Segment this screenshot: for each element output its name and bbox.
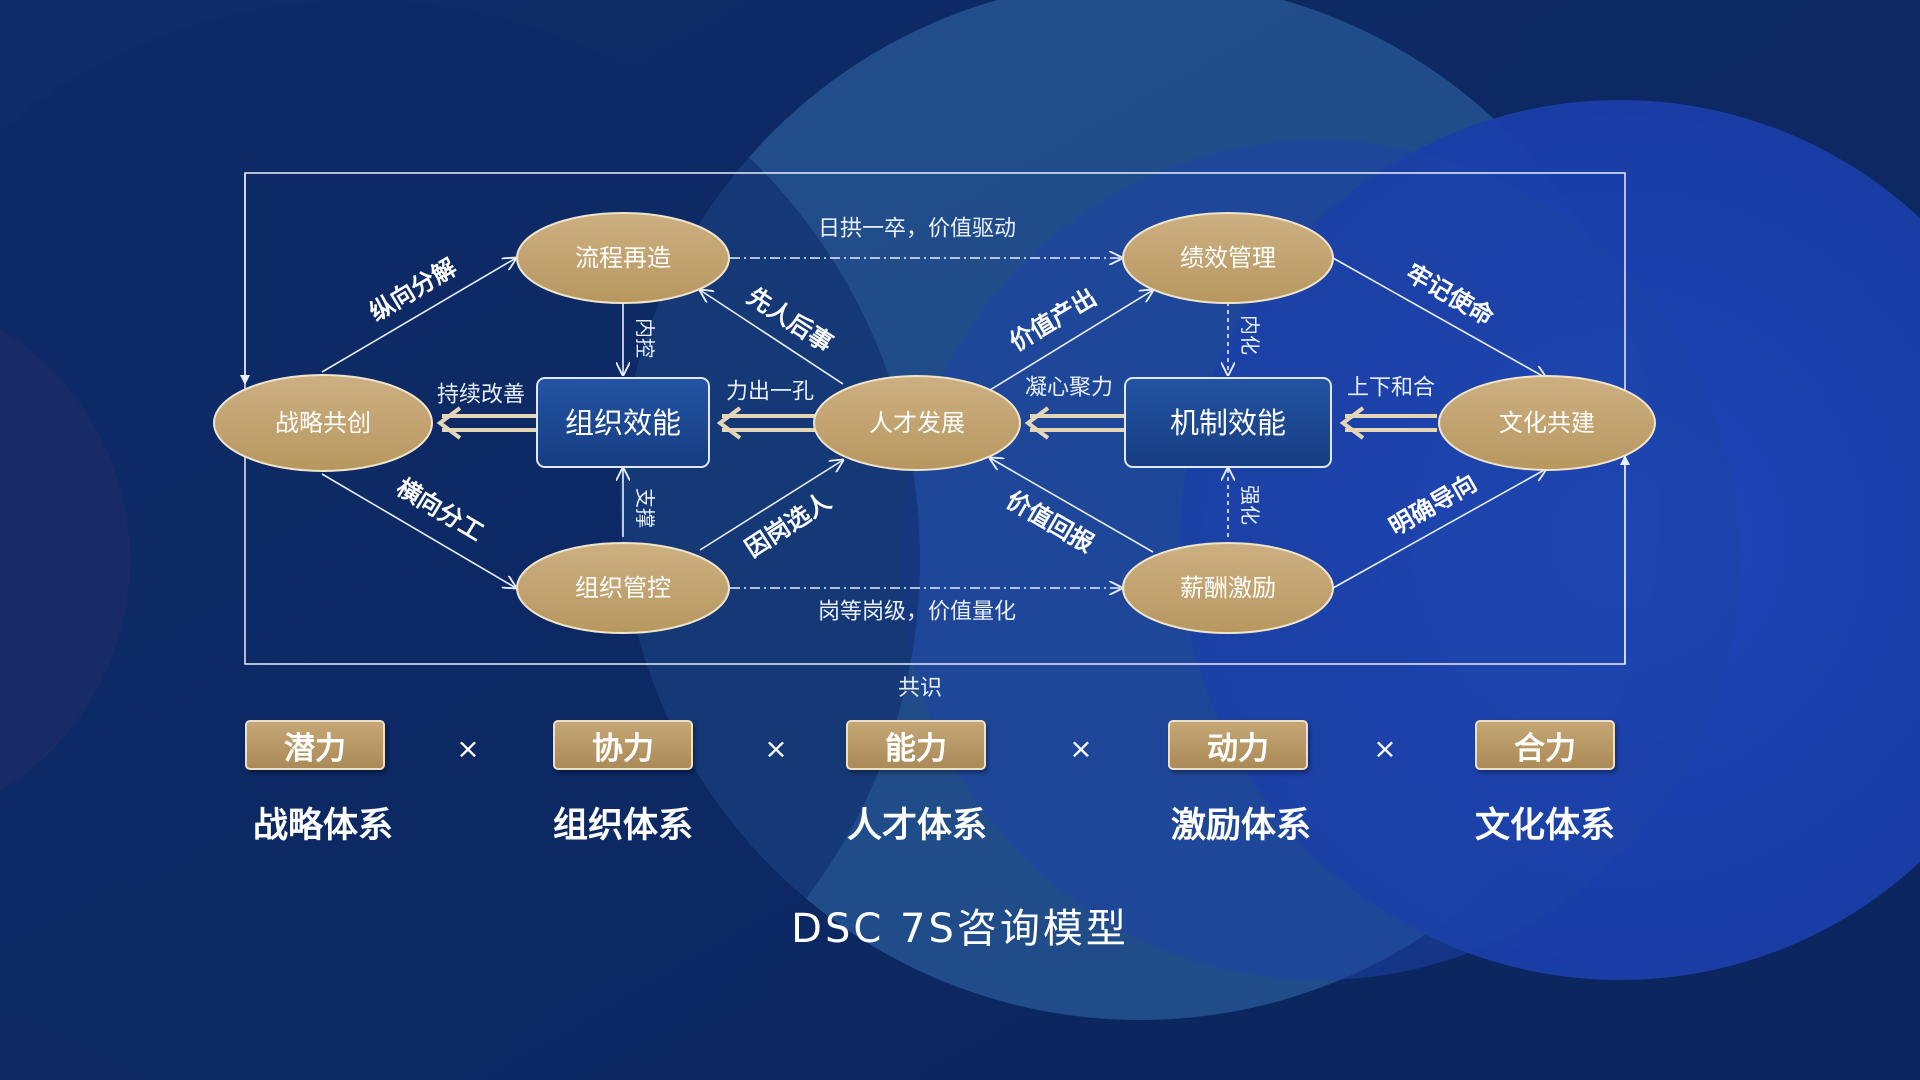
edge-performance-culture — [1332, 257, 1546, 378]
box-mech-efficiency-label: 机制效能 — [1170, 406, 1286, 440]
label-internal-control: 内控 — [633, 318, 657, 358]
node-performance-label: 绩效管理 — [1180, 244, 1276, 272]
label-clear-direction: 明确导向 — [1384, 469, 1481, 541]
tag-potential: 潜力 — [245, 720, 385, 770]
times-sign-2: × — [764, 732, 788, 765]
arrowhead-culture-mech — [1339, 406, 1365, 440]
tag-motivation: 动力 — [1168, 720, 1308, 770]
system-incentive: 激励体系 — [1170, 806, 1311, 846]
node-process — [516, 212, 730, 304]
node-control-label: 组织管控 — [575, 574, 671, 602]
label-value-output: 价值产出 — [1005, 283, 1102, 356]
label-continuous-improve: 持续改善 — [437, 383, 525, 408]
edge-compensation-talent — [990, 458, 1154, 553]
node-compensation-label: 薪酬激励 — [1180, 574, 1276, 602]
times-sign-1: × — [456, 732, 480, 765]
label-vertical-split: 纵向分解 — [365, 253, 462, 326]
edge-talent-performance — [989, 290, 1153, 391]
arrow-org-strategy — [442, 414, 536, 432]
arrow-talent-org — [722, 414, 815, 432]
label-support: 支撑 — [633, 488, 657, 528]
arrowhead-org-strategy — [436, 406, 462, 440]
box-org-efficiency — [536, 377, 710, 468]
tag-capability: 能力 — [846, 720, 986, 770]
system-culture: 文化体系 — [1474, 806, 1615, 846]
node-culture — [1438, 375, 1656, 471]
label-joint-force: 力出一孔 — [726, 380, 814, 405]
arrowhead-mech-talent — [1024, 406, 1050, 440]
label-top-dashed: 日拱一卒，价值驱动 — [818, 217, 1016, 242]
edge-compensation-culture — [1332, 469, 1546, 589]
system-talent: 人才体系 — [846, 806, 987, 846]
box-org-efficiency-label: 组织效能 — [565, 406, 681, 440]
times-sign-3: × — [1069, 732, 1093, 765]
system-organization: 组织体系 — [552, 806, 693, 846]
label-bottom-dashed: 岗等岗级，价值量化 — [818, 600, 1016, 625]
arrowhead-talent-org — [716, 406, 742, 440]
edge-talent-process — [700, 290, 844, 385]
node-compensation — [1122, 542, 1334, 634]
arrow-mech-talent — [1030, 414, 1125, 432]
tag-synergy: 合力 — [1475, 720, 1615, 770]
node-strategy — [213, 374, 433, 472]
edge-strategy-process — [321, 258, 516, 373]
system-strategy: 战略体系 — [252, 806, 393, 846]
arrow-culture-mech — [1345, 414, 1437, 432]
node-culture-label: 文化共建 — [1499, 409, 1595, 437]
label-internalize: 内化 — [1238, 315, 1262, 355]
edge-strategy-control — [321, 473, 516, 588]
times-sign-4: × — [1373, 732, 1397, 765]
label-people-first: 先人后事 — [742, 282, 838, 358]
label-cohesion: 凝心聚力 — [1025, 376, 1113, 401]
page-title: DSC 7S咨询模型 — [791, 906, 1129, 952]
node-control — [516, 542, 730, 634]
label-value-return: 价值回报 — [1001, 486, 1098, 558]
label-post-selection: 因岗选人 — [740, 487, 836, 563]
label-strengthen: 强化 — [1238, 485, 1262, 525]
consensus-label: 共识 — [897, 676, 942, 701]
label-harmony: 上下和合 — [1347, 376, 1435, 401]
node-performance — [1122, 212, 1334, 304]
node-process-label: 流程再造 — [575, 244, 671, 272]
node-talent — [813, 375, 1021, 471]
tag-collaboration: 协力 — [553, 720, 693, 770]
box-mech-efficiency — [1124, 377, 1332, 468]
label-horizontal-split: 横向分工 — [392, 473, 489, 546]
edge-control-talent — [699, 460, 843, 551]
label-mission: 牢记使命 — [1401, 259, 1499, 332]
node-strategy-label: 战略共创 — [275, 409, 371, 437]
node-talent-label: 人才发展 — [869, 409, 965, 437]
